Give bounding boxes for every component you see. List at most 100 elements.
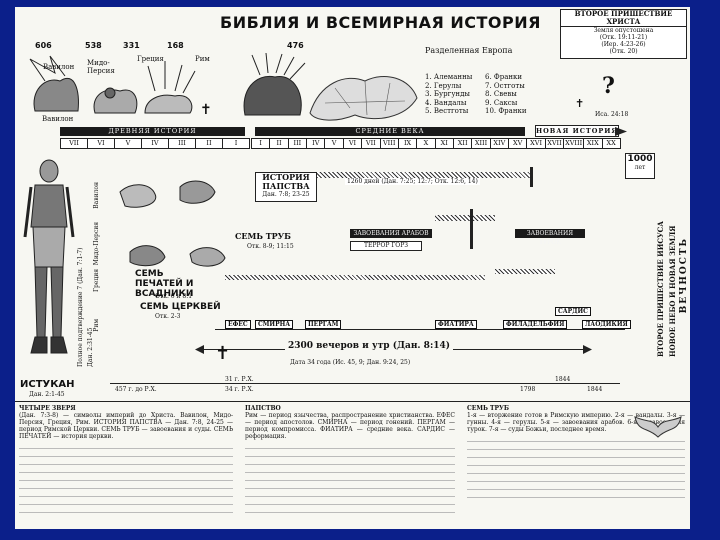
papacy-ref: Дан. 7:8; 23-25 <box>256 191 316 198</box>
century-cell: II <box>196 138 223 149</box>
prophecy-title: 2300 вечеров и утр (Дан. 8:14) <box>285 341 453 351</box>
churches-title: СЕМЬ ЦЕРКВЕЙ <box>140 302 221 312</box>
eternity-label: ВЕЧНОСТЬ <box>679 237 689 313</box>
prophecy-ref: Дата 34 года (Ис. 45, 9; Дан. 9:24, 25) <box>290 359 410 366</box>
band-ancient: ДРЕВНЯЯ ИСТОРИЯ <box>60 127 245 136</box>
question-mark: ? <box>602 73 615 99</box>
century-cell: III <box>289 138 307 149</box>
century-cell: XII <box>454 138 472 149</box>
timeline-line <box>110 383 620 384</box>
text-column-2: ПАПСТВО Рим — период язычества, распрост… <box>245 405 455 515</box>
kingdom-item: 9. Саксы <box>485 99 527 108</box>
text-body: (Дан. 7:3-8) — символы империй до Христа… <box>19 412 233 440</box>
seals-bar <box>225 275 485 280</box>
papacy-title: ИСТОРИЯ ПАПСТВА <box>256 173 316 191</box>
band-modern: НОВАЯ ИСТОРИЯ <box>535 125 619 137</box>
statue-ref: Дан. 2:1-45 <box>29 391 65 398</box>
era-mark: 1798 <box>520 386 535 393</box>
seals-bar <box>495 269 555 274</box>
millennium-value: 1000 <box>626 154 654 164</box>
left-vertical-label: Полное подтверждение 7 (Дан. 7:1-7) <box>77 167 84 367</box>
century-cell: I <box>251 138 270 149</box>
empire-label: Греция <box>137 55 164 63</box>
kingdom-item: 4. Вандалы <box>425 99 472 108</box>
churches-ref: Отк. 2-3 <box>155 313 180 320</box>
kingdom-item: 3. Бургунды <box>425 90 472 99</box>
text-lines <box>19 443 233 513</box>
text-column-1: ЧЕТЫРЕ ЗВЕРЯ (Дан. 7:3-8) — символы импе… <box>19 405 233 515</box>
papacy-box: ИСТОРИЯ ПАПСТВА Дан. 7:8; 23-25 <box>255 172 317 202</box>
century-cell: III <box>169 138 196 149</box>
year-label: 606 <box>35 41 52 50</box>
divider-bar <box>470 209 473 249</box>
kingdom-item: 10. Франки <box>485 107 527 116</box>
century-cell: VI <box>344 138 362 149</box>
year-label: 331 <box>123 41 140 50</box>
church-label: ЛАОДИКИЯ <box>582 320 631 329</box>
kingdom-item: 1. Алеманны <box>425 73 472 82</box>
second-coming-line: (Иер. 4:23-26) <box>561 41 686 48</box>
trumpets-ref: Отк. 8-9; 11:15 <box>247 243 294 250</box>
century-cell: VI <box>88 138 115 149</box>
trumpets-title: СЕМЬ ТРУБ <box>235 232 291 240</box>
papacy-period: 1260 дней (Дан. 7:25; 12:7; Отк. 12:6, 1… <box>345 178 480 185</box>
right-vertical-label: ВТОРОЕ ПРИШЕСТВИЕ ИИСУСА <box>657 157 665 357</box>
slide: БИБЛИЯ И ВСЕМИРНАЯ ИСТОРИЯ ВТОРОЕ ПРИШЕС… <box>15 7 690 529</box>
century-cell: IV <box>142 138 169 149</box>
year-label: 168 <box>167 41 184 50</box>
era-mark: 1844 <box>587 386 602 393</box>
kingdom-item: 5. Вестготы <box>425 107 472 116</box>
century-cell: I <box>223 138 250 149</box>
cross-icon: ✝ <box>215 343 230 364</box>
cross-icon: ✝ <box>200 102 212 118</box>
kingdom-item: 6. Франки <box>485 73 527 82</box>
cross-icon: ✝ <box>575 97 584 110</box>
kingdom-item: 8. Свевы <box>485 90 527 99</box>
century-cell: X <box>417 138 435 149</box>
beasts-illustration: Вавилон <box>20 51 310 123</box>
century-cell: IX <box>399 138 417 149</box>
century-cell: XIV <box>491 138 509 149</box>
millennium-box: 1000 лет <box>625 153 655 179</box>
century-cell: XVI <box>527 138 545 149</box>
statue-illustration <box>23 157 75 377</box>
kingdom-item: 7. Остготы <box>485 82 527 91</box>
church-label: ФИАТИРА <box>435 320 477 329</box>
century-cell: VII <box>362 138 380 149</box>
kingdom-item: 2. Герулы <box>425 82 472 91</box>
era-mark: 34 г. Р.Х. <box>225 386 254 393</box>
empire-label: Вавилон <box>43 63 74 71</box>
trumpet-bar: ТЕРРОР ГОРЗ <box>350 241 422 251</box>
century-cell: VIII <box>381 138 399 149</box>
century-cell: XV <box>509 138 527 149</box>
century-cell: XI <box>436 138 454 149</box>
second-coming-title: ВТОРОЕ ПРИШЕСТВИЕ ХРИСТА <box>561 10 686 27</box>
text-heading: ЧЕТЫРЕ ЗВЕРЯ <box>19 405 233 412</box>
year-label: 538 <box>85 41 102 50</box>
band-middle: СРЕДНИЕ ВЕКА <box>255 127 525 136</box>
angel-illustration <box>633 407 683 447</box>
church-label: САРДИС <box>555 307 591 316</box>
century-cell: II <box>270 138 288 149</box>
era-mark: 1844 <box>555 376 570 383</box>
century-cell: V <box>325 138 343 149</box>
trumpet-hatch <box>435 215 495 221</box>
text-body: Рим — период язычества, распространение … <box>245 412 455 440</box>
page-title: БИБЛИЯ И ВСЕМИРНАЯ ИСТОРИЯ <box>220 13 541 32</box>
century-cell: VII <box>60 138 88 149</box>
century-cell: V <box>115 138 142 149</box>
empire-label: Мидо-Персия <box>87 59 127 75</box>
divider-bar <box>530 167 533 187</box>
text-lines <box>245 443 455 513</box>
statue-vertical-ref: Дан. 2:31-45 <box>87 307 94 367</box>
trumpet-bar: ЗАВОЕВАНИЯ АРАБОВ <box>350 229 432 238</box>
century-cell: XVIII <box>564 138 584 149</box>
kingdoms-list-right: 6. Франки 7. Остготы 8. Свевы 9. Саксы 1… <box>485 73 527 116</box>
divided-europe-title: Разделенная Европа <box>425 47 512 55</box>
empire-label: Рим <box>195 55 210 63</box>
centuries-bc-row: VII VI V IV III II I <box>60 138 250 149</box>
kingdom-vertical: Вавилон <box>93 182 100 209</box>
kingdom-vertical: Рим <box>93 319 100 332</box>
church-label: ФИЛАДЕЛЬФИЯ <box>503 320 567 329</box>
trumpet-bar: ЗАВОЕВАНИЯ ТУРОК <box>515 229 585 238</box>
